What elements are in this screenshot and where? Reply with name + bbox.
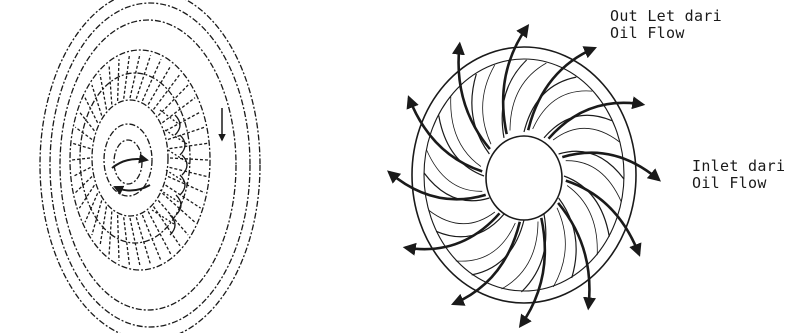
left-blade-line (130, 218, 140, 266)
left-blade-line (154, 207, 181, 246)
outlet-label-line2: Oil Flow (610, 25, 722, 42)
turbine-wheel (389, 26, 659, 326)
left-blade-line (118, 215, 119, 261)
left-blade-line (170, 143, 208, 148)
oil-flow-arrow (558, 203, 589, 308)
left-blade-line (72, 158, 90, 160)
inlet-label-line2: Oil Flow (692, 175, 785, 192)
left-blade-line (92, 200, 102, 235)
inlet-oil-flow-label: Inlet dari Oil Flow (692, 158, 785, 192)
oil-flow-arrow (566, 181, 639, 255)
left-blade-line (75, 127, 92, 139)
vane (436, 214, 504, 237)
left-blade-line (148, 66, 171, 105)
left-blade-line (85, 98, 98, 123)
vane (472, 74, 490, 154)
oil-flow-arrow (409, 98, 482, 172)
left-blade-line (92, 85, 102, 116)
oil-flow-arrow (549, 103, 643, 139)
wheel-inner-rim (424, 59, 624, 291)
vane-edge (553, 208, 565, 287)
left-blade-line (109, 212, 112, 255)
left-blade-line (100, 207, 107, 246)
left-blade-line (79, 112, 94, 131)
oil-flow-arrow (389, 172, 486, 199)
left-blade-line (168, 127, 205, 139)
left-blade-line (73, 143, 91, 148)
oil-flow-arrows (389, 26, 659, 326)
left-blade-line (109, 66, 112, 105)
left-blade-line (124, 55, 130, 98)
torque-converter-sketch (40, 0, 260, 333)
left-blade-line (154, 74, 181, 109)
wheel-outer-rim (412, 47, 636, 303)
outlet-oil-flow-label: Out Let dari Oil Flow (610, 8, 722, 42)
left-blade-line (118, 59, 119, 101)
vane-edge (428, 210, 495, 224)
vane (559, 198, 577, 278)
left-blade-line (142, 215, 161, 261)
oil-flow-arrow (520, 218, 544, 326)
vane-edge (553, 128, 620, 142)
oil-flow-arrow (562, 153, 659, 180)
wheel-hub (486, 136, 562, 220)
left-blade-line (148, 212, 171, 255)
outlet-label-line1: Out Let dari (610, 8, 722, 25)
left-blade-line (166, 112, 201, 131)
left-blade-line (142, 59, 161, 101)
vane-edge (483, 65, 495, 144)
left-blade-line (170, 158, 208, 160)
vane (544, 115, 612, 138)
left-blade-line (158, 85, 188, 116)
oil-flow-arrow (453, 222, 519, 304)
oil-flow-arrow (503, 26, 527, 134)
inlet-label-line1: Inlet dari (692, 158, 785, 175)
